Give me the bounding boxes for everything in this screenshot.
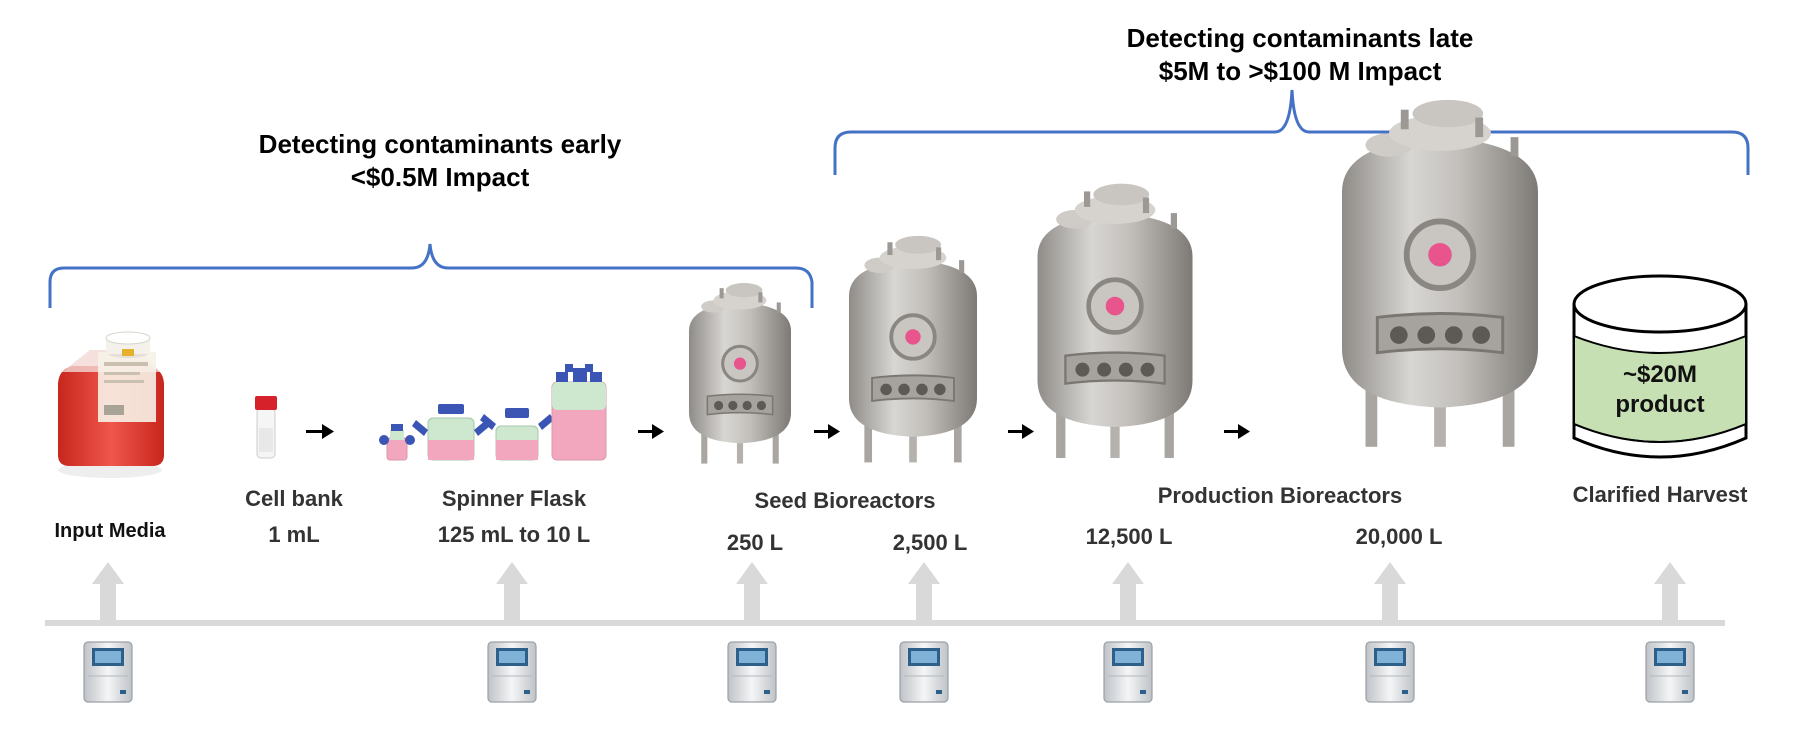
sampling-arrow xyxy=(496,562,528,622)
harvest-drum-icon xyxy=(1572,274,1748,459)
late-detection-title: Detecting contaminants late xyxy=(1126,23,1474,53)
early-bracket xyxy=(48,243,814,308)
flow-arrow xyxy=(306,424,334,439)
production-volume-12500: 12,500 L xyxy=(1085,524,1173,549)
late-detection-impact: $5M to >$100 M Impact xyxy=(1158,56,1442,86)
analyzer-instrument-icon xyxy=(899,641,949,703)
spinner-flask-volume: 125 mL to 10 L xyxy=(437,522,591,547)
clarified-harvest-label: Clarified Harvest xyxy=(1572,482,1748,507)
analyzer-instrument-icon xyxy=(1103,641,1153,703)
sampling-arrow xyxy=(1374,562,1406,622)
spinner-flask-icon xyxy=(379,364,607,461)
product-value-label: ~$20M product xyxy=(1580,360,1740,420)
seed-bioreactors-label: Seed Bioreactors xyxy=(754,488,936,513)
sampling-arrow xyxy=(908,562,940,622)
bioreactor-icon xyxy=(847,233,979,465)
product-value: ~$20M xyxy=(1622,361,1698,388)
flow-arrow xyxy=(1008,424,1034,439)
sampling-arrow xyxy=(1654,562,1686,622)
late-bracket xyxy=(833,89,1750,175)
sampling-arrow xyxy=(1112,562,1144,622)
spinner-flask-label: Spinner Flask xyxy=(441,486,587,511)
input-media-label: Input Media xyxy=(54,520,166,542)
sampling-arrow xyxy=(736,562,768,622)
flow-arrow xyxy=(1224,424,1250,439)
early-detection-impact: <$0.5M Impact xyxy=(350,162,530,192)
analyzer-instrument-icon xyxy=(83,641,133,703)
late-detection-annotation: Detecting contaminants late $5M to >$100… xyxy=(1070,22,1530,88)
bioreactor-icon xyxy=(687,281,793,466)
seed-volume-250: 250 L xyxy=(726,530,784,555)
product-text: product xyxy=(1615,391,1705,418)
seed-volume-2500: 2,500 L xyxy=(892,530,968,555)
analyzer-instrument-icon xyxy=(727,641,777,703)
bioreactor-icon xyxy=(1342,100,1538,447)
flow-arrow xyxy=(638,424,664,439)
early-detection-annotation: Detecting contaminants early <$0.5M Impa… xyxy=(210,128,670,194)
media-bottle-icon xyxy=(58,331,164,478)
timeline-line xyxy=(45,620,1725,626)
vial-icon xyxy=(255,396,277,459)
analyzer-instrument-icon xyxy=(1365,641,1415,703)
sampling-arrow xyxy=(92,562,124,622)
analyzer-instrument-icon xyxy=(487,641,537,703)
production-bioreactors-label: Production Bioreactors xyxy=(1157,483,1403,508)
cell-bank-label: Cell bank xyxy=(245,486,343,511)
production-volume-20000: 20,000 L xyxy=(1355,524,1443,549)
analyzer-instrument-icon xyxy=(1645,641,1695,703)
cell-bank-volume: 1 mL xyxy=(268,522,320,547)
flow-arrow xyxy=(814,424,840,439)
early-detection-title: Detecting contaminants early xyxy=(258,129,622,159)
bioreactor-icon xyxy=(1038,184,1193,458)
